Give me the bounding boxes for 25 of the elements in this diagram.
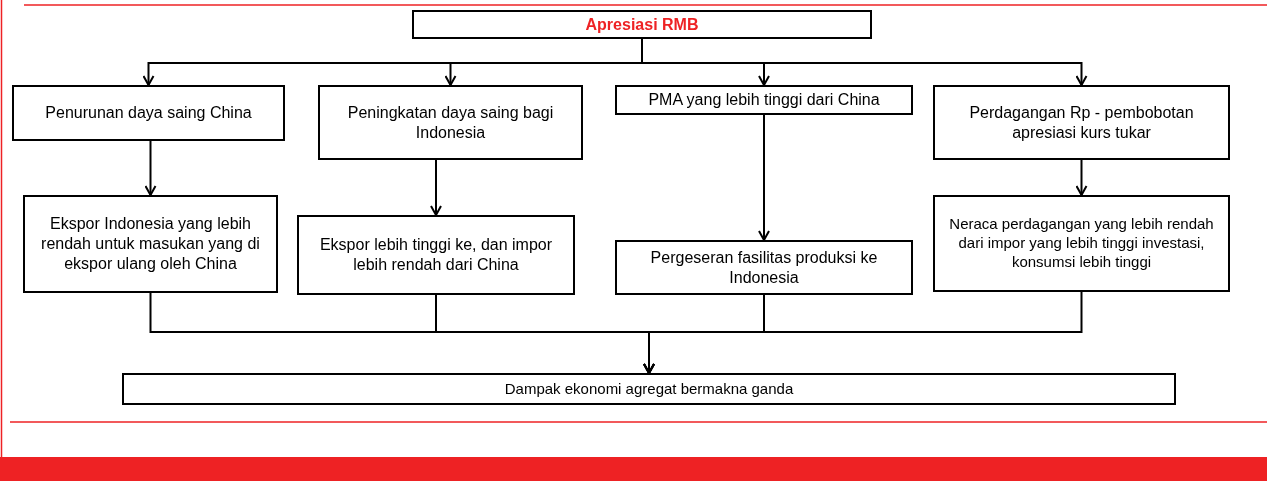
process-box	[23, 195, 278, 293]
box-label: Peningkatan daya saing bagi Indonesia	[346, 102, 555, 143]
arrow	[430, 159, 442, 216]
arrow	[144, 140, 157, 196]
box-label: PMA yang lebih tinggi dari China	[648, 90, 880, 110]
process-box	[615, 240, 913, 295]
box-label: Apresiasi RMB	[585, 14, 699, 35]
arrow	[1075, 159, 1088, 196]
process-box	[615, 85, 913, 115]
process-box	[933, 85, 1230, 160]
process-box	[933, 195, 1230, 292]
arrow	[643, 291, 1083, 374]
process-box	[122, 373, 1176, 405]
process-box	[412, 10, 872, 39]
box-label: Perdagangan Rp - pembobotan apresiasi kurs tukar	[968, 102, 1195, 143]
box-label: Pergeseran fasilitas produksi ke Indonesia	[649, 247, 879, 288]
box-label: Neraca perdagangan yang lebih rendah dari impor yang lebih tinggi investasi, konsumsi lebih tinggi	[948, 215, 1215, 272]
box-label: Ekspor Indonesia yang lebih rendah untuk masukan yang di ekspor ulang oleh China	[40, 214, 261, 274]
box-label: Penurunan daya saing China	[45, 103, 252, 123]
process-box	[12, 85, 285, 141]
process-box	[318, 85, 583, 160]
box-label: Ekspor lebih tinggi ke, dan impor lebih rendah dari China	[318, 235, 554, 275]
arrow	[758, 114, 770, 241]
process-box	[297, 215, 575, 295]
box-label: Dampak ekonomi agregat bermakna ganda	[504, 379, 794, 399]
